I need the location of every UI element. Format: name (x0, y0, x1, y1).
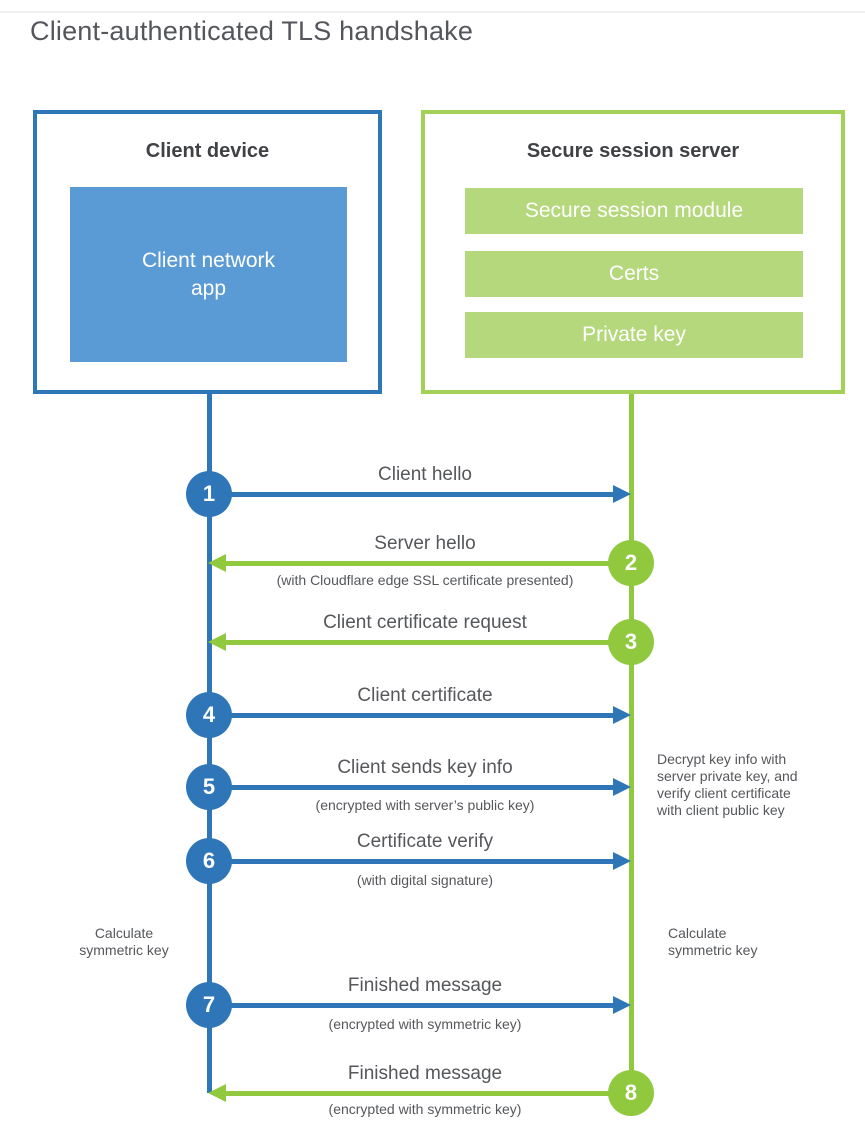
step-6-arrow-line (230, 859, 614, 864)
step-7-arrowhead-icon (613, 996, 631, 1014)
client-lifeline (207, 394, 212, 1093)
step-2-arrowhead-icon (208, 554, 226, 572)
server-calculate-key-note: Calculate symmetric key (668, 925, 758, 958)
step-8-sublabel: (encrypted with symmetric key) (328, 1101, 522, 1117)
step-3-arrow-line (226, 640, 612, 645)
step-4-label: Client certificate (357, 685, 493, 706)
step-8-arrow-line (226, 1091, 612, 1096)
secure-session-server-box: Secure session server Secure session mod… (421, 110, 845, 394)
step-7-sublabel: (encrypted with symmetric key) (328, 1016, 522, 1032)
step-6-badge: 6 (186, 838, 232, 884)
server-module-secure-session: Secure session module (465, 188, 803, 234)
client-device-heading: Client device (145, 140, 270, 162)
top-divider (0, 11, 865, 13)
step-2-label: Server hello (374, 533, 476, 554)
step-5-sublabel: (encrypted with server’s public key) (315, 797, 535, 813)
step-5-label: Client sends key info (337, 757, 513, 778)
step-6-label: Certificate verify (356, 831, 494, 852)
step-5-badge: 5 (186, 764, 232, 810)
server-heading: Secure session server (526, 140, 740, 162)
step-7-badge: 7 (186, 982, 232, 1028)
step-7-arrow-line (230, 1003, 614, 1008)
step-1-arrow-line (230, 492, 614, 497)
client-network-app-box: Client network app (70, 187, 347, 362)
step-6-sublabel: (with digital signature) (356, 872, 494, 888)
client-calculate-key-note: Calculate symmetric key (79, 925, 169, 958)
step-8-label: Finished message (347, 1063, 503, 1084)
step-4-arrow-line (230, 713, 614, 718)
step-5-arrow-line (230, 785, 614, 790)
step-8-arrowhead-icon (208, 1084, 226, 1102)
diagram-title: Client-authenticated TLS handshake (30, 16, 474, 46)
step-3-label: Client certificate request (323, 612, 527, 633)
step-6-arrowhead-icon (613, 852, 631, 870)
step-1-badge: 1 (186, 471, 232, 517)
step-3-arrowhead-icon (208, 633, 226, 651)
step-2-badge: 2 (608, 540, 654, 586)
step-3-badge: 3 (608, 619, 654, 665)
server-module-private-key: Private key (465, 312, 803, 358)
step-2-sublabel: (with Cloudflare edge SSL certificate pr… (276, 572, 574, 588)
step-1-arrowhead-icon (613, 485, 631, 503)
step-5-arrowhead-icon (613, 778, 631, 796)
step-4-arrowhead-icon (613, 706, 631, 724)
client-device-box: Client device Client network app (33, 110, 382, 394)
server-module-certs: Certs (465, 251, 803, 297)
server-lifeline (629, 394, 634, 1099)
step-1-label: Client hello (378, 464, 472, 485)
step-2-arrow-line (226, 561, 612, 566)
step-7-label: Finished message (347, 975, 503, 996)
server-decrypt-note: Decrypt key info with server private key… (657, 751, 798, 818)
step-4-badge: 4 (186, 692, 232, 738)
step-8-badge: 8 (608, 1070, 654, 1116)
